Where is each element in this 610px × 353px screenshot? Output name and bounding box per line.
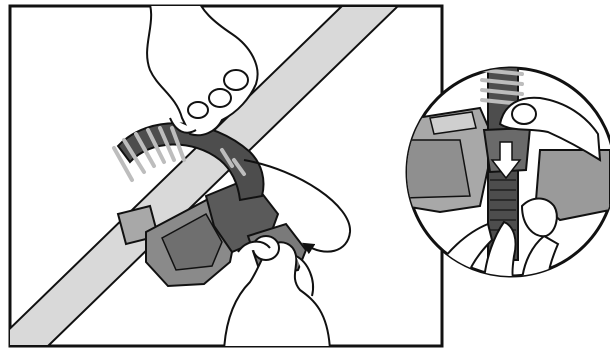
main-panel	[0, 0, 442, 350]
